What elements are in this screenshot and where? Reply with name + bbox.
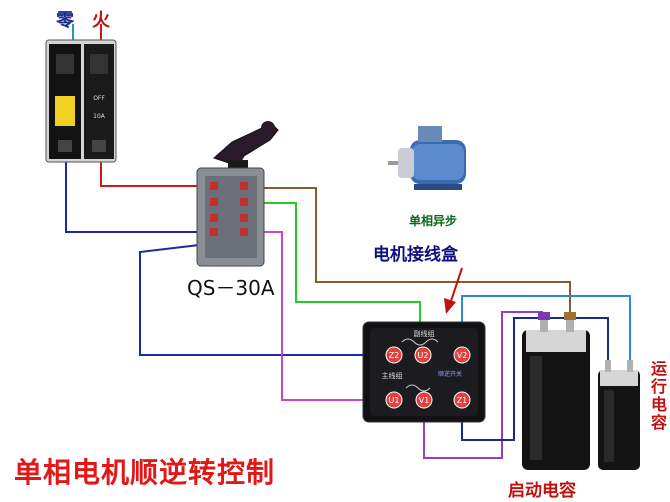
junction-main-label: 主线组 — [382, 371, 403, 380]
terminal-z1: Z1 — [457, 396, 468, 405]
breaker-rating-text: 10A — [93, 113, 106, 120]
breaker-off-text: OFF — [93, 95, 105, 102]
wire-navy-z1 — [461, 317, 609, 441]
terminal-v2: V2 — [457, 351, 468, 360]
diagram-title: 单相电机顺逆转控制 — [14, 456, 276, 489]
junction-terminals — [385, 346, 471, 409]
label-switch-model: QS－30A — [187, 276, 275, 300]
junction-side-label: 顺逆开关 — [438, 370, 462, 378]
wire-blue-neutral — [65, 158, 212, 233]
label-zero: 零 — [56, 10, 74, 31]
start-capacitor — [522, 312, 590, 470]
breaker-warning-label — [55, 96, 75, 126]
terminal-v1: V1 — [419, 396, 430, 405]
junction-top-label: 副线组 — [414, 329, 435, 338]
terminal-z2: Z2 — [389, 351, 400, 360]
run-capacitor — [598, 360, 640, 470]
junction-box: 副线组 主线组 顺逆开关 Z2 U2 V2 U1 V1 Z1 — [362, 321, 486, 423]
reversing-switch — [196, 121, 279, 267]
terminal-u2: U2 — [418, 351, 429, 360]
wire-red — [100, 158, 212, 187]
wire-green — [246, 202, 421, 348]
wire-brown — [246, 187, 571, 330]
motor-image — [388, 126, 466, 190]
label-run-capacitor: 运行电容 — [648, 360, 667, 432]
label-motor: 单相异步 — [409, 214, 458, 228]
pointer-arrow — [444, 267, 463, 314]
switch-terminals — [210, 182, 248, 236]
terminal-u1: U1 — [389, 396, 400, 405]
label-junction-box: 电机接线盒 — [373, 245, 458, 265]
wire-navy-z2 — [139, 242, 384, 356]
label-start-capacitor: 启动电容 — [508, 481, 576, 501]
circuit-breaker: OFF 10A — [45, 39, 117, 163]
wire-cyan — [461, 295, 631, 362]
label-live: 火 — [92, 10, 110, 31]
